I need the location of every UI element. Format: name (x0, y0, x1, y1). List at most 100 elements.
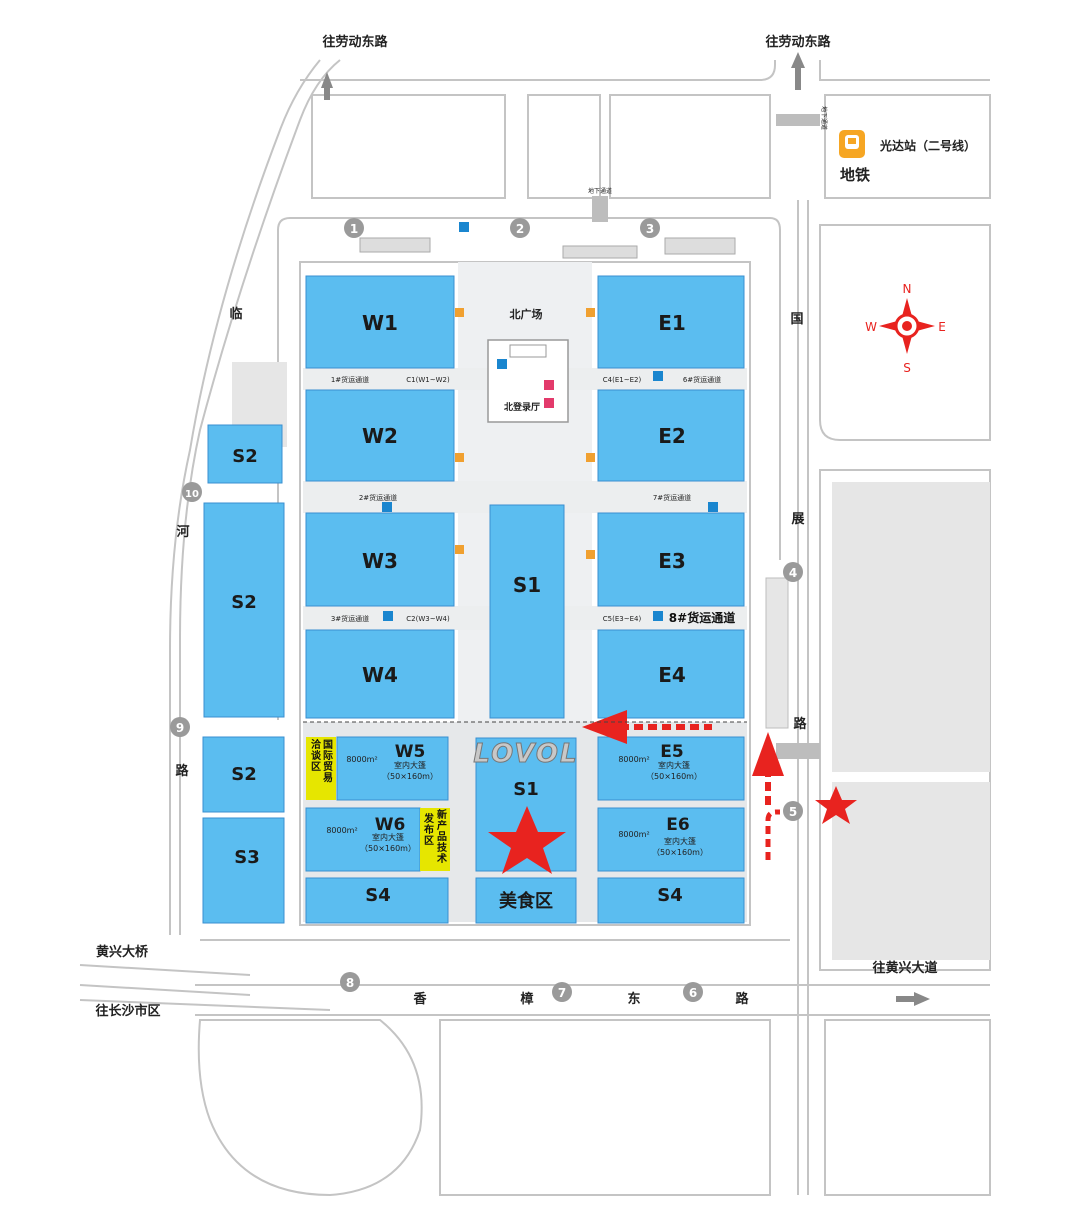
label-s4-east: S4 (657, 885, 683, 906)
hall-w6[interactable] (305, 807, 421, 872)
gate-10[interactable]: 10 (182, 482, 202, 502)
label-w6: W6 (375, 815, 406, 835)
north-hall-building (359, 237, 736, 423)
gate-7[interactable]: 7 (552, 982, 572, 1002)
info-icon (382, 502, 392, 512)
hall-e5[interactable] (597, 736, 745, 801)
compass-w: W (865, 320, 877, 334)
route-arrow-up (752, 732, 784, 776)
metro-station-name: 光达站（二号线） (879, 138, 976, 153)
west-road-char-2: 河 (176, 524, 189, 540)
svg-text:9: 9 (176, 721, 184, 735)
label-w4: W4 (362, 663, 398, 687)
corridor-8: 8#货运通道 (669, 610, 735, 625)
hall-e2[interactable] (597, 389, 745, 482)
label-e3: E3 (658, 549, 686, 573)
parking-east (832, 482, 990, 772)
gate-4[interactable]: 4 (783, 562, 803, 582)
hall-s2-c[interactable] (202, 736, 285, 813)
w6-size: （50×160m） (360, 844, 416, 853)
zone-negotiation[interactable] (306, 737, 336, 800)
east-road-char-2: 展 (791, 512, 805, 527)
w5-area: 8000m² (346, 755, 377, 764)
arrow-up-right-icon (791, 52, 805, 68)
info-icon (653, 371, 663, 381)
svg-text:8: 8 (346, 976, 354, 990)
zone-launch[interactable] (420, 808, 450, 871)
gates: 1 2 3 4 5 6 7 8 9 10 (170, 218, 803, 1002)
gate-1[interactable]: 1 (344, 218, 364, 238)
svg-text:6: 6 (689, 986, 697, 1000)
metro-underpass-north: 地下通道 (588, 187, 612, 195)
hall-e4[interactable] (597, 629, 745, 719)
hall-e6[interactable] (597, 807, 745, 872)
west-road-char-1: 临 (229, 306, 242, 322)
gate-6[interactable]: 6 (683, 982, 703, 1002)
hall-w4[interactable] (305, 629, 455, 719)
metro-label: 地铁 (840, 166, 870, 184)
hall-w2[interactable] (305, 389, 455, 482)
metro-underpass-east: 地下通道 (820, 106, 828, 130)
corridor-labels: 1#货运通道 C1(W1~W2) C4(E1~E2) 6#货运通道 2#货运通道… (331, 375, 721, 623)
center-star-marker (488, 806, 566, 874)
gate-9[interactable]: 9 (170, 717, 190, 737)
east-gate-star-marker (815, 786, 857, 824)
corridor-1: 1#货运通道 (331, 375, 369, 384)
svg-text:2: 2 (516, 222, 524, 236)
restaurant-icon (586, 453, 595, 462)
compass-s: S (903, 361, 911, 375)
svg-text:3: 3 (646, 222, 654, 236)
corridor-c1-link: C1(W1~W2) (406, 376, 450, 384)
svg-text:5: 5 (789, 805, 797, 819)
north-square-label: 北广场 (510, 307, 543, 321)
south-road-char-2: 樟 (520, 991, 533, 1007)
w6-area: 8000m² (326, 826, 357, 835)
north-underpass-strip (592, 196, 608, 222)
hall-s2-a[interactable] (207, 424, 283, 484)
info-icon (497, 359, 507, 369)
corridor-c2-link: C2(W3~W4) (406, 615, 450, 623)
corridor-c4: C4(E1~E2) (603, 376, 642, 384)
hall-s4-east[interactable] (597, 877, 745, 924)
gate-3[interactable]: 3 (640, 218, 660, 238)
hall-w1[interactable] (305, 275, 455, 369)
road-bottom-left-2: 往长沙市区 (95, 1003, 160, 1019)
info-icon (459, 222, 469, 232)
restaurant-icon (586, 550, 595, 559)
label-s4-west: S4 (365, 885, 391, 906)
hall-s1-center[interactable] (489, 504, 565, 719)
svg-text:4: 4 (789, 566, 797, 580)
metro-underpass-strip (776, 114, 820, 126)
restaurant-icon (586, 308, 595, 317)
gate-5[interactable]: 5 (783, 801, 803, 821)
corridor-7: 7#货运通道 (653, 493, 691, 502)
gate-8[interactable]: 8 (340, 972, 360, 992)
hall-e1[interactable] (597, 275, 745, 369)
hall-w3[interactable] (305, 512, 455, 607)
hall-e3[interactable] (597, 512, 745, 607)
hall-food[interactable] (475, 877, 577, 924)
e5-size: （50×160m） (646, 772, 702, 781)
hall-s2-b[interactable] (203, 502, 285, 718)
w6-name: 室内大篷 (372, 832, 404, 842)
label-s2-a: S2 (232, 446, 258, 467)
info-icon (708, 502, 718, 512)
corridor-c5: C5(E3~E4) (603, 615, 642, 623)
info-icon (383, 611, 393, 621)
corridor-6: 6#货运通道 (683, 375, 721, 384)
zone-launch-label: 发布区 (423, 812, 435, 847)
lovol-logo: LOVOL (473, 739, 578, 769)
label-s2-b: S2 (231, 592, 257, 613)
direction-arrows (321, 52, 930, 1006)
restaurant-icon (455, 545, 464, 554)
info-icon (653, 611, 663, 621)
hall-s3[interactable] (202, 817, 285, 924)
compass-n: N (903, 282, 912, 296)
hall-w5[interactable] (336, 736, 449, 801)
road-top-left: 往劳动东路 (322, 34, 388, 50)
label-e6: E6 (666, 815, 689, 835)
label-s1-south: S1 (513, 779, 539, 800)
hall-s4-west[interactable] (305, 877, 449, 924)
gate-2[interactable]: 2 (510, 218, 530, 238)
